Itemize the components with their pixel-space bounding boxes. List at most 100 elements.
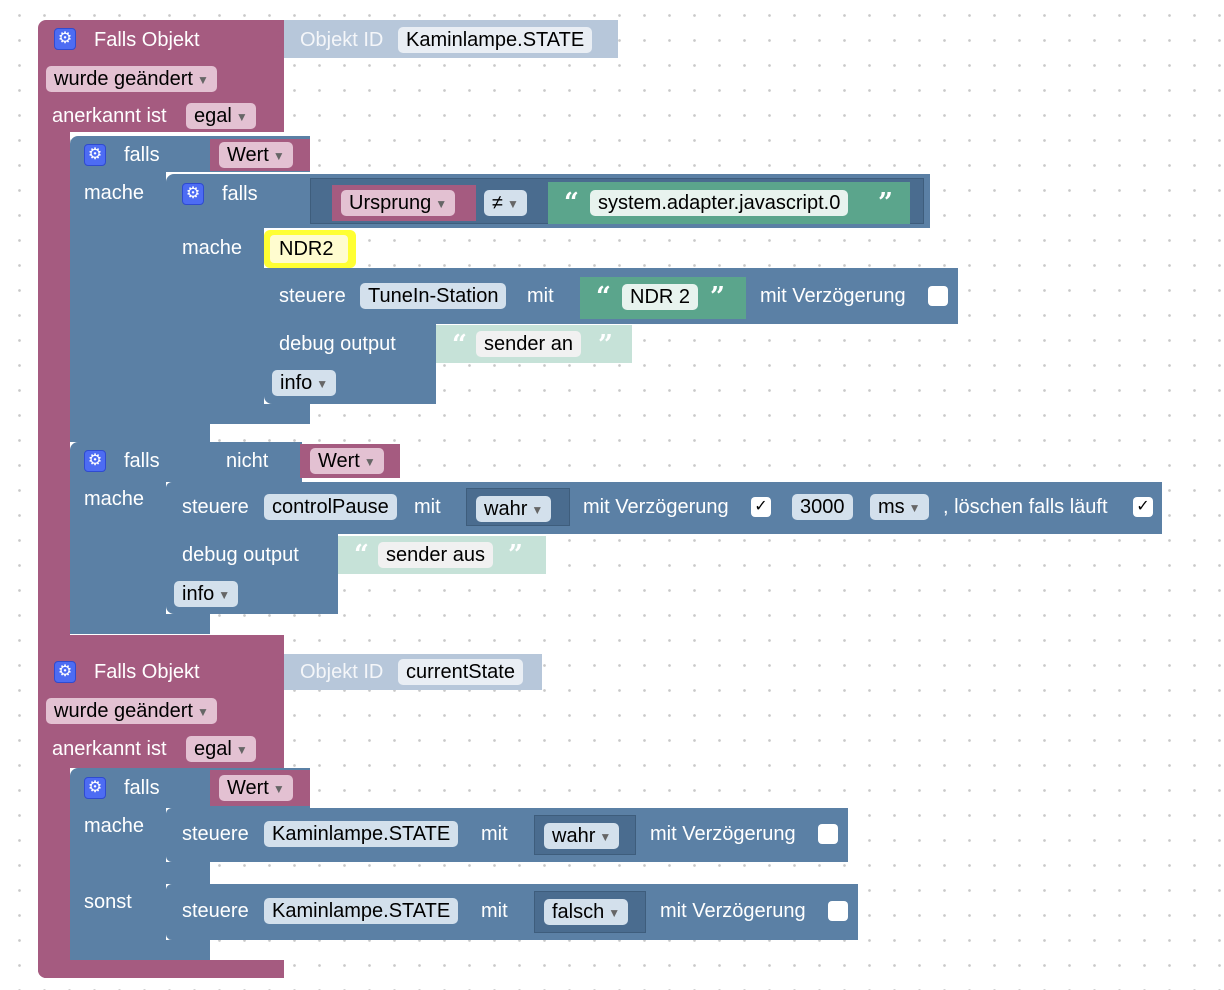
if-else-bottom bbox=[70, 940, 210, 960]
change-mode-value: wurde geändert bbox=[54, 68, 193, 90]
inner-if-rail bbox=[166, 228, 264, 424]
change-mode-dropdown[interactable]: wurde geändert▼ bbox=[46, 66, 217, 92]
dropdown-arrow-icon: ▼ bbox=[599, 829, 612, 844]
debug-level-dropdown[interactable]: info▼ bbox=[272, 370, 337, 396]
comment-box bbox=[270, 235, 348, 263]
change-mode-dropdown[interactable]: wurde geändert▼ bbox=[46, 698, 217, 724]
open-quote-icon: “ bbox=[564, 188, 579, 218]
gear-icon[interactable]: ⚙ bbox=[84, 450, 106, 472]
value-dropdown[interactable]: Wert▼ bbox=[219, 142, 293, 168]
boolean-dropdown[interactable]: wahr▼ bbox=[544, 823, 620, 849]
delay-checkbox[interactable] bbox=[818, 824, 838, 844]
ack-value: egal bbox=[194, 105, 232, 127]
dropdown-arrow-icon: ▼ bbox=[506, 196, 519, 211]
connector-plug bbox=[274, 664, 284, 680]
value-name: Wert bbox=[227, 144, 269, 166]
comment-text: NDR2 bbox=[279, 238, 334, 260]
ack-dropdown[interactable]: egal▼ bbox=[186, 103, 256, 129]
dropdown-arrow-icon: ▼ bbox=[608, 905, 621, 920]
close-quote-icon: ” bbox=[598, 330, 613, 360]
open-quote-icon: “ bbox=[452, 330, 467, 360]
operator-value: ≠ bbox=[492, 192, 503, 214]
delay-label: mit Verzögerung bbox=[650, 823, 796, 845]
gear-icon[interactable]: ⚙ bbox=[54, 28, 76, 50]
text-literal-value[interactable]: NDR 2 bbox=[622, 284, 699, 310]
not-label: nicht bbox=[226, 450, 269, 472]
delay-checkbox[interactable] bbox=[928, 286, 948, 306]
if-label: falls bbox=[124, 450, 160, 472]
gear-icon[interactable]: ⚙ bbox=[84, 144, 106, 166]
object-id-value[interactable]: currentState bbox=[398, 659, 523, 685]
dropdown-arrow-icon: ▼ bbox=[272, 781, 285, 796]
gear-icon[interactable]: ⚙ bbox=[182, 183, 204, 205]
dropdown-arrow-icon: ▼ bbox=[196, 704, 209, 719]
dropdown-arrow-icon: ▼ bbox=[435, 196, 448, 211]
ack-value: egal bbox=[194, 738, 232, 760]
trigger-title: Falls Objekt bbox=[94, 29, 200, 51]
dropdown-arrow-icon: ▼ bbox=[235, 109, 248, 124]
change-mode-value: wurde geändert bbox=[54, 700, 193, 722]
control-target[interactable]: controlPause bbox=[264, 494, 397, 520]
object-id-value[interactable]: Kaminlampe.STATE bbox=[398, 27, 593, 53]
debug-label: debug output bbox=[182, 544, 299, 566]
dropdown-arrow-icon: ▼ bbox=[218, 587, 231, 602]
if-else-divider bbox=[166, 862, 210, 884]
trigger-header bbox=[38, 654, 284, 688]
if-label: falls bbox=[124, 144, 160, 166]
gear-icon[interactable]: ⚙ bbox=[84, 777, 106, 799]
trigger-header bbox=[38, 20, 284, 54]
delay-checkbox[interactable]: ✓ bbox=[751, 497, 771, 517]
if-block-1-rail bbox=[70, 172, 166, 442]
control-verb: steuere bbox=[182, 496, 249, 518]
boolean-dropdown[interactable]: wahr▼ bbox=[476, 496, 552, 522]
trigger-left-rail bbox=[38, 132, 70, 656]
value-name: Wert bbox=[318, 450, 360, 472]
if-block-2-header bbox=[70, 442, 302, 482]
delay-label: mit Verzögerung bbox=[760, 285, 906, 307]
if-block-1-bottom bbox=[70, 420, 210, 442]
dropdown-arrow-icon: ▼ bbox=[272, 148, 285, 163]
value-dropdown[interactable]: Wert▼ bbox=[219, 775, 293, 801]
dropdown-arrow-icon: ▼ bbox=[235, 742, 248, 757]
text-literal-value[interactable]: system.adapter.javascript.0 bbox=[590, 190, 849, 216]
else-label: sonst bbox=[84, 891, 132, 913]
dropdown-arrow-icon: ▼ bbox=[316, 376, 329, 391]
control-verb: steuere bbox=[279, 285, 346, 307]
control-target[interactable]: Kaminlampe.STATE bbox=[264, 821, 459, 847]
ack-label: anerkannt ist bbox=[52, 738, 167, 760]
inner-if-label: falls bbox=[222, 183, 258, 205]
do-label: mache bbox=[84, 815, 145, 837]
gear-icon[interactable]: ⚙ bbox=[54, 661, 76, 683]
inner-if-bottom bbox=[166, 404, 310, 424]
control-with: mit bbox=[527, 285, 554, 307]
if-block-2-bottom bbox=[70, 614, 210, 634]
trigger-bottom-bar bbox=[38, 635, 284, 655]
open-quote-icon: “ bbox=[354, 540, 369, 570]
value-name: Wert bbox=[227, 777, 269, 799]
object-id-label: Objekt ID bbox=[300, 661, 384, 683]
connector-plug bbox=[274, 31, 284, 47]
if-else-rail bbox=[70, 808, 166, 960]
do-label: mache bbox=[84, 182, 145, 204]
control-target[interactable]: Kaminlampe.STATE bbox=[264, 898, 459, 924]
unit-dropdown[interactable]: ms▼ bbox=[870, 494, 929, 520]
operator-dropdown[interactable]: ≠▼ bbox=[484, 190, 527, 216]
delay-checkbox[interactable] bbox=[828, 901, 848, 921]
clear-checkbox[interactable]: ✓ bbox=[1133, 497, 1153, 517]
text-literal-value[interactable]: sender aus bbox=[378, 542, 493, 568]
delay-ms-input[interactable]: 3000 bbox=[792, 494, 853, 520]
value-dropdown[interactable]: Wert▼ bbox=[310, 448, 384, 474]
dropdown-arrow-icon: ▼ bbox=[196, 72, 209, 87]
control-verb: steuere bbox=[182, 900, 249, 922]
control-verb: steuere bbox=[182, 823, 249, 845]
dropdown-arrow-icon: ▼ bbox=[531, 502, 544, 517]
do-label: mache bbox=[84, 488, 145, 510]
inner-do-label: mache bbox=[182, 237, 243, 259]
debug-level-dropdown[interactable]: info▼ bbox=[174, 581, 239, 607]
boolean-dropdown[interactable]: falsch▼ bbox=[544, 899, 629, 925]
ack-dropdown[interactable]: egal▼ bbox=[186, 736, 256, 762]
control-target[interactable]: TuneIn-Station bbox=[360, 283, 507, 309]
origin-dropdown[interactable]: Ursprung▼ bbox=[341, 190, 456, 216]
text-literal-value[interactable]: sender an bbox=[476, 331, 581, 357]
ack-label: anerkannt ist bbox=[52, 105, 167, 127]
